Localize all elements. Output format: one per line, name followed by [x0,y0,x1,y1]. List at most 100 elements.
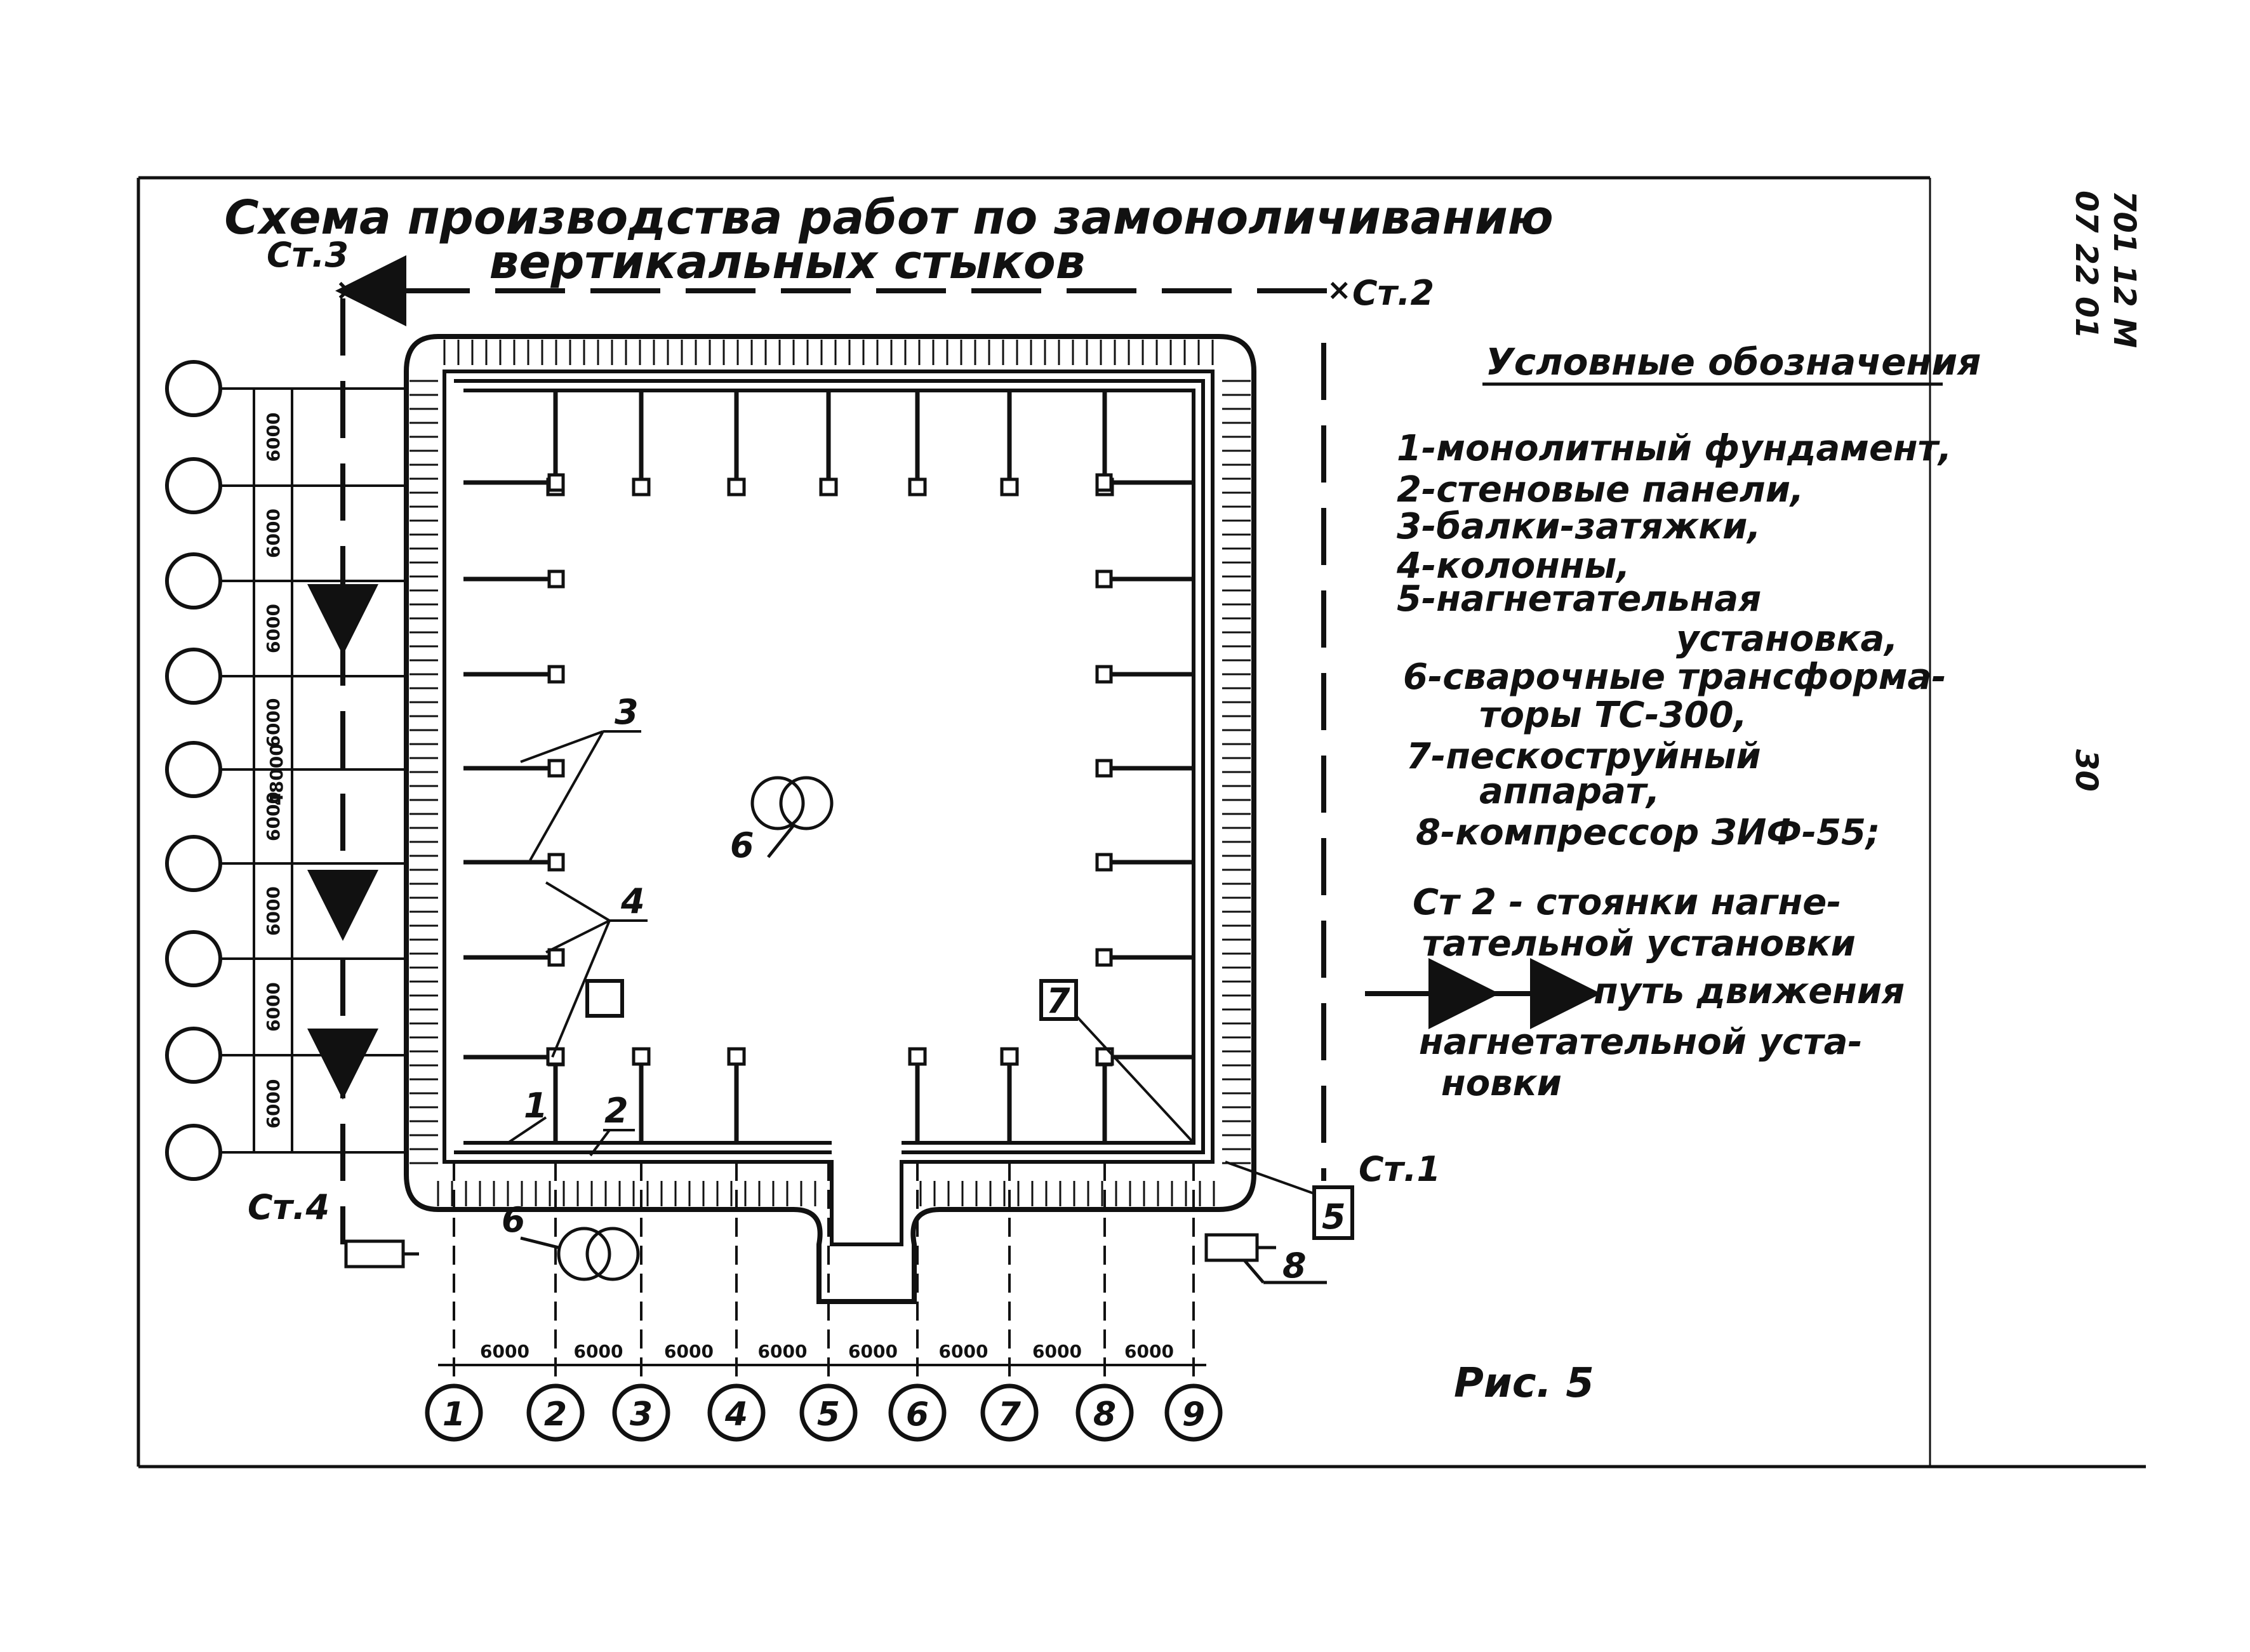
callout-7-leader [1075,1015,1195,1144]
axis-label: 1 [443,1396,465,1434]
legend-item: 1-монолитный фундамент, [1397,428,1952,469]
axis-label: 5 [817,1396,840,1434]
legend-item: 7-пескоструйный [1406,736,1761,777]
column-marker [1095,759,1113,778]
bottom-span-label: 6000 [1032,1341,1082,1362]
axis-label: 2 [544,1396,567,1434]
bottom-span-label: 6000 [1124,1341,1174,1362]
left-total-dimension: 48000 [266,743,287,805]
column-marker [727,1047,746,1066]
monolithic-foundation [404,334,1256,1304]
figure-caption: Рис. 5 [1454,1360,1594,1407]
callout-8: 8 [1282,1246,1307,1286]
bottom-span-label: 6000 [848,1341,898,1362]
bottom-span-label: 6000 [758,1341,808,1362]
left-span-label: 6000 [263,886,284,936]
bottom-span-label: 6000 [480,1341,529,1362]
left-dimension-chain [165,360,406,1181]
axis-circle-left [165,457,222,514]
welding-transformer-inside [750,776,834,858]
axis-circle [1164,1383,1223,1442]
callout-6-inside: 6 [730,825,754,865]
bottom-dimension-chain [438,1162,1206,1384]
column-marker [547,665,565,684]
station-2: Ст.2 [1352,273,1434,313]
station-4: Ст.4 [248,1187,330,1227]
side-code-line-2: 07 22 01 [2068,190,2104,339]
axis-label: 3 [630,1396,653,1434]
legend-item: аппарат, [1479,771,1660,812]
axis-circle-left [165,648,222,705]
axis-circle [1075,1383,1134,1442]
callout-2: 2 [604,1091,629,1131]
left-span-label: 6000 [263,982,284,1032]
legend-item: 5-нагнетательная [1397,578,1761,620]
callout-5-leader [1225,1161,1315,1195]
column-marker [908,1047,927,1066]
legend-item: 3-балки-затяжки, [1397,506,1761,547]
column-marker [727,477,746,496]
sheet-frame [136,176,2146,1469]
axis-circle [980,1383,1039,1442]
axis-circle-left [165,835,222,892]
axis-label: 7 [998,1396,1022,1434]
legend-station-note-2: тательной установки [1422,923,1856,964]
column-marker [547,473,565,492]
callout-6-outside: 6 [502,1200,526,1240]
column-marker [819,477,838,496]
legend-station-note-1: Ст 2 - стоянки нагне- [1413,882,1841,923]
left-span-label: 6000 [263,1079,284,1129]
legend-path-note-2: нагнетательной уста- [1419,1022,1863,1063]
axis-label: 9 [1182,1396,1205,1434]
column-marker [1000,477,1019,496]
title-line-2: вертикальных стыков [489,235,1086,290]
callout-leaders [507,730,648,1157]
axis-label: 4 [724,1396,748,1434]
column-marker [547,570,565,589]
bottom-span-label: 6000 [574,1341,623,1362]
column-marker [547,853,565,872]
legend-item: 2-стеновые панели, [1397,469,1804,510]
legend-items: 1-монолитный фундамент,2-стеновые панели… [1396,428,1952,853]
column-marker [632,477,651,496]
bottom-span-label: 6000 [664,1341,714,1362]
legend-item: торы ТС-300, [1479,695,1747,736]
station-3: Ст.3 [267,235,349,275]
compressor-left [344,1239,419,1269]
column-marker [1095,665,1113,684]
sandblast-box [1039,979,1078,1021]
left-span-label: 6000 [263,509,284,558]
axis-circle [425,1383,483,1442]
axis-circle-left [165,360,222,417]
legend-item: 4-колонны, [1396,545,1630,587]
callout-7: 7 [1046,981,1070,1021]
columns [546,473,1114,1067]
left-span-label: 6000 [263,413,284,462]
path-start-mark: × [335,272,360,307]
axis-circle [612,1383,670,1442]
column-marker [1095,570,1113,589]
compressor [1204,1233,1327,1284]
callout-3: 3 [615,692,639,732]
axis-circle-left [165,1124,222,1181]
column-marker [632,1047,651,1066]
side-code: 701 12 М 07 22 01 [2068,190,2142,348]
column-marker [1095,473,1113,492]
station-1: Ст.1 [1359,1149,1441,1189]
legend-path-note-3: новки [1441,1063,1562,1104]
axis-circle [888,1383,947,1442]
column-marker [547,759,565,778]
legend: Условные обозначения 1-монолитный фундам… [1365,340,1981,1104]
axis-circle-left [165,552,222,610]
path-end-mark: × [1327,272,1352,307]
callout-5: 5 [1322,1197,1346,1237]
callout-4: 4 [620,881,645,921]
welding-transformer-outside [520,1227,640,1281]
page-number: 30 [2068,749,2104,792]
legend-title: Условные обозначения [1486,340,1981,383]
legend-item: 6-сварочные трансформа- [1403,656,1947,698]
column-marker [908,477,927,496]
left-total-value: 48000 [266,743,287,805]
